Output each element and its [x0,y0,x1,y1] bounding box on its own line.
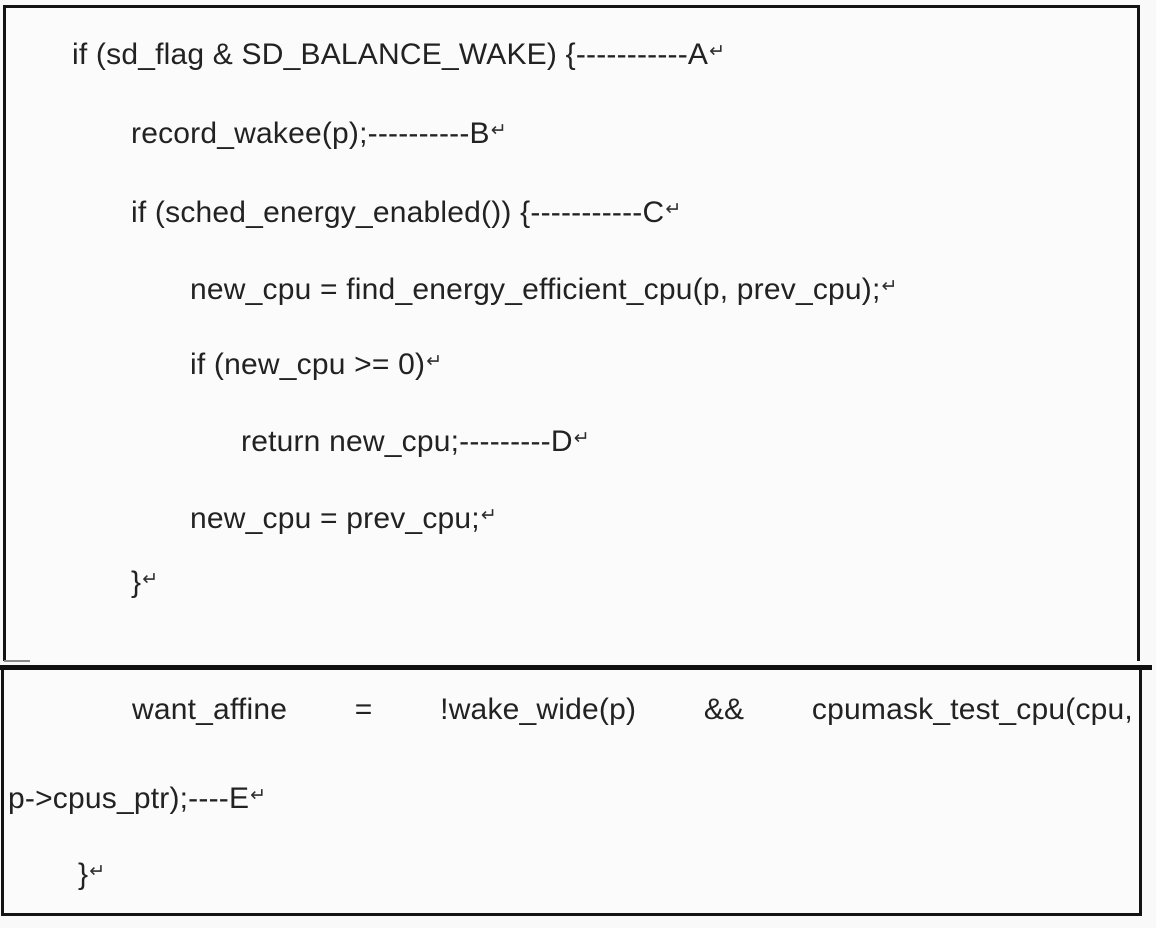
code-text: if (new_cpu >= 0) [190,348,426,381]
divider-notch [4,660,30,662]
code-word: !wake_wide(p) [440,693,637,726]
code-text: p->cpus_ptr);----E [8,782,250,815]
return-mark-icon: ↵ [250,785,267,806]
code-word: cpumask_test_cpu(cpu, [811,693,1133,726]
return-mark-icon: ↵ [480,505,497,526]
code-text: new_cpu = prev_cpu; [190,502,480,535]
code-line-prevcpu: new_cpu = prev_cpu;↵ [190,496,497,539]
return-mark-icon: ↵ [881,276,898,297]
code-text: if (sd_flag & SD_BALANCE_WAKE) {--------… [72,38,709,71]
code-word: && [703,693,745,726]
code-text: return new_cpu;---------D [241,425,573,458]
code-line-want-affine: want_affine = !wake_wide(p) && cpumask_t… [4,690,1139,730]
return-mark-icon: ↵ [665,199,682,220]
code-line-d: return new_cpu;---------D↵ [241,419,590,462]
code-text: } [78,858,89,891]
return-mark-icon: ↵ [573,428,590,449]
code-word: = [354,693,373,726]
code-line-if-newcpu: if (new_cpu >= 0)↵ [190,342,442,385]
code-line-c: if (sched_energy_enabled()) {-----------… [131,190,681,233]
code-text: } [131,566,142,599]
code-text: new_cpu = find_energy_efficient_cpu(p, p… [190,273,881,306]
code-text: if (sched_energy_enabled()) {-----------… [131,196,665,229]
code-line-a: if (sd_flag & SD_BALANCE_WAKE) {--------… [72,32,725,75]
code-block-upper: if (sd_flag & SD_BALANCE_WAKE) {--------… [3,5,1140,661]
code-line-b: record_wakee(p);----------B↵ [131,111,507,154]
code-line-close-brace-outer: }↵ [78,852,105,895]
code-block-lower: want_affine = !wake_wide(p) && cpumask_t… [1,670,1142,916]
return-mark-icon: ↵ [142,569,159,590]
return-mark-icon: ↵ [89,861,106,882]
code-line-close-brace-inner: }↵ [131,560,158,603]
return-mark-icon: ↵ [709,41,726,62]
code-word: want_affine [132,693,288,726]
code-line-find-energy: new_cpu = find_energy_efficient_cpu(p, p… [190,267,898,310]
return-mark-icon: ↵ [426,351,443,372]
code-line-e: p->cpus_ptr);----E↵ [8,776,266,819]
code-text: record_wakee(p);----------B [131,117,490,150]
return-mark-icon: ↵ [490,120,507,141]
block-divider [0,665,1152,670]
